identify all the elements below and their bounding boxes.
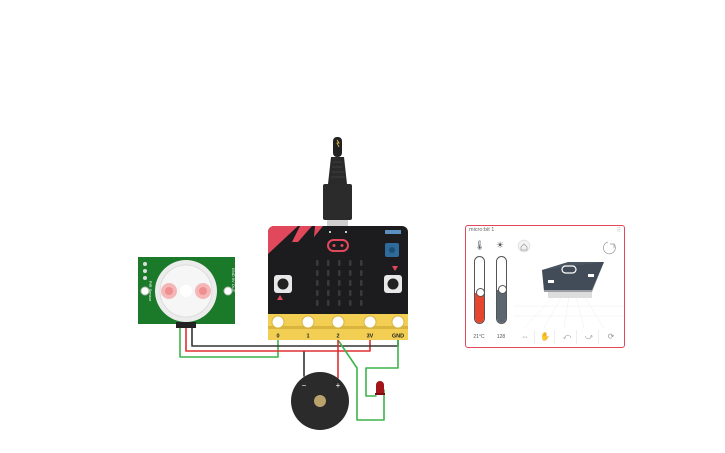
light-knob[interactable]	[498, 285, 506, 294]
reset-view-icon	[603, 241, 616, 255]
pin-gnd[interactable]: GND	[391, 315, 405, 340]
rotate-icon[interactable]: ⟳	[607, 332, 615, 341]
light-slider[interactable]	[496, 256, 507, 324]
wires	[179, 326, 399, 421]
button-a[interactable]	[274, 275, 292, 293]
led-0-2	[338, 260, 341, 266]
led-2-0	[316, 280, 319, 286]
led-1-4	[360, 270, 363, 276]
wire-gnd-green	[365, 334, 399, 397]
led-3-3	[349, 290, 352, 296]
pin-2[interactable]: 2	[331, 315, 345, 340]
pin-3v[interactable]: 3V	[363, 315, 377, 340]
led-0-1	[327, 260, 330, 266]
pin-3v-label: 3V	[367, 334, 374, 340]
led-3-1	[327, 290, 330, 296]
microbit-simulator-panel: micro:bit 1 ⠿ 🌡 21°C ☀ 128 ⇔ ✋ ⤺	[465, 225, 625, 348]
led-4-1	[327, 300, 330, 306]
pin-1-label: 1	[306, 334, 309, 340]
light-fill	[497, 290, 506, 323]
pin-0[interactable]: 0	[271, 315, 285, 340]
tilt-left-icon[interactable]: ⤺	[558, 330, 577, 344]
led-2-2	[338, 280, 341, 286]
usb-cable	[323, 137, 352, 228]
light-value: 128	[496, 334, 506, 340]
led-2-1	[327, 280, 330, 286]
sun-icon: ☀	[496, 240, 505, 250]
svg-text:+: +	[336, 381, 341, 390]
pir-left-label: PIR Sensor	[148, 281, 153, 302]
wire-pir-vcc-red	[185, 326, 371, 352]
led-0-0	[316, 260, 319, 266]
led-matrix	[316, 260, 363, 306]
led-3-4	[360, 290, 363, 296]
red-led[interactable]	[375, 381, 385, 395]
led-0-4	[360, 260, 363, 266]
drag-handle-icon[interactable]: ⠿	[616, 228, 621, 234]
led-1-1	[327, 270, 330, 276]
piezo-buzzer[interactable]: − +	[291, 372, 349, 430]
led-1-0	[316, 270, 319, 276]
led-3-0	[316, 290, 319, 296]
wire-pir-out-green	[179, 326, 279, 358]
led-2-3	[349, 280, 352, 286]
temperature-fill	[475, 293, 484, 323]
pin-2-label: 2	[336, 334, 339, 340]
microbit-board[interactable]: 0 1 2 3V GND	[268, 226, 408, 340]
simulator-title: micro:bit 1	[469, 227, 495, 233]
led-4-3	[349, 300, 352, 306]
led-4-4	[360, 300, 363, 306]
svg-text:−: −	[302, 381, 307, 390]
led-0-3	[349, 260, 352, 266]
hand-icon[interactable]: ✋	[536, 330, 555, 344]
shake-icon[interactable]: ⇔	[516, 330, 535, 344]
accelerometer-preview[interactable]	[514, 236, 624, 328]
microbit-logo	[327, 239, 349, 252]
temperature-value: 21°C	[473, 334, 485, 340]
led-4-2	[338, 300, 341, 306]
pin-1[interactable]: 1	[301, 315, 315, 340]
thermometer-icon: 🌡	[474, 240, 486, 250]
button-b[interactable]	[384, 275, 402, 293]
pir-right-label: GND 5V OUT	[231, 268, 236, 293]
pir-sensor[interactable]: PIR Sensor GND 5V OUT	[138, 257, 236, 328]
wire-buzzer-green	[337, 339, 385, 421]
pin-0-label: 0	[276, 334, 279, 340]
temperature-slider[interactable]	[474, 256, 485, 324]
tilt-right-icon[interactable]: ⤻	[580, 330, 599, 344]
led-1-3	[349, 270, 352, 276]
led-2-4	[360, 280, 363, 286]
led-1-2	[338, 270, 341, 276]
home-icon	[520, 243, 528, 251]
pin-gnd-label: GND	[392, 334, 404, 340]
led-4-0	[316, 300, 319, 306]
temperature-knob[interactable]	[476, 288, 484, 298]
led-3-2	[338, 290, 341, 296]
